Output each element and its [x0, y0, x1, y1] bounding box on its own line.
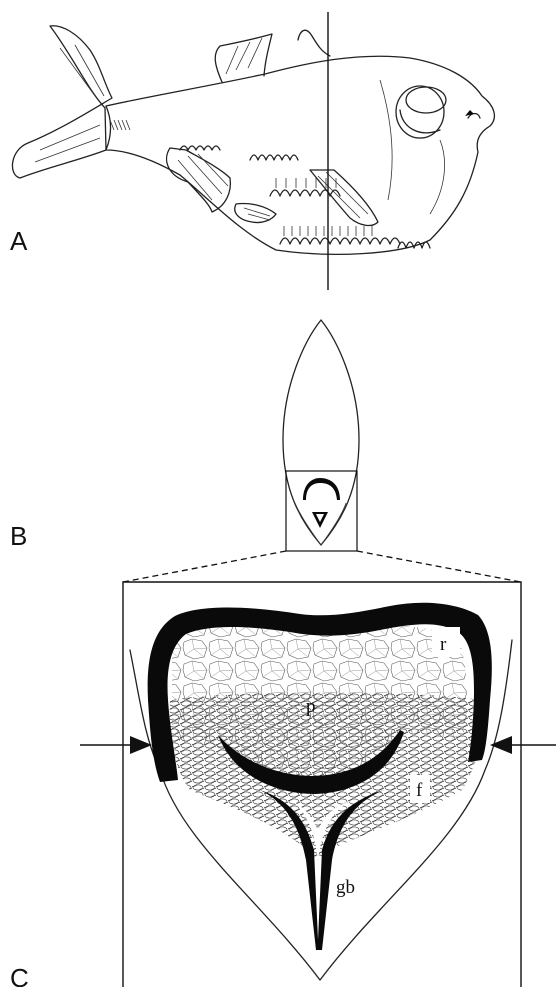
label-r: r [440, 634, 447, 655]
arrow-left [80, 736, 152, 754]
caudal-fin-rays [35, 45, 104, 162]
panel-letter-a: A [10, 226, 28, 256]
panel-letter-c: C [10, 963, 29, 987]
zoom-line-right [357, 551, 521, 582]
panel-a-fish-drawing [12, 12, 494, 290]
label-f: f [416, 780, 423, 801]
zoom-line-left [123, 551, 286, 582]
panel-c-enlarged-eye: r p f gb [80, 582, 556, 987]
pectoral-fin [167, 148, 231, 212]
arrow-right [490, 736, 556, 754]
body-cross-section-outline [283, 320, 359, 545]
dorsal-fin [215, 34, 272, 82]
fish-body [106, 56, 494, 254]
label-p: p [306, 696, 316, 717]
panel-b-cross-section [283, 320, 359, 551]
caudal-fin [12, 26, 112, 178]
label-gb: gb [336, 877, 355, 898]
tubular-eye [396, 86, 446, 138]
mini-eye-pigment [303, 478, 340, 500]
photophores [110, 120, 430, 248]
panel-letter-b: B [10, 521, 27, 551]
